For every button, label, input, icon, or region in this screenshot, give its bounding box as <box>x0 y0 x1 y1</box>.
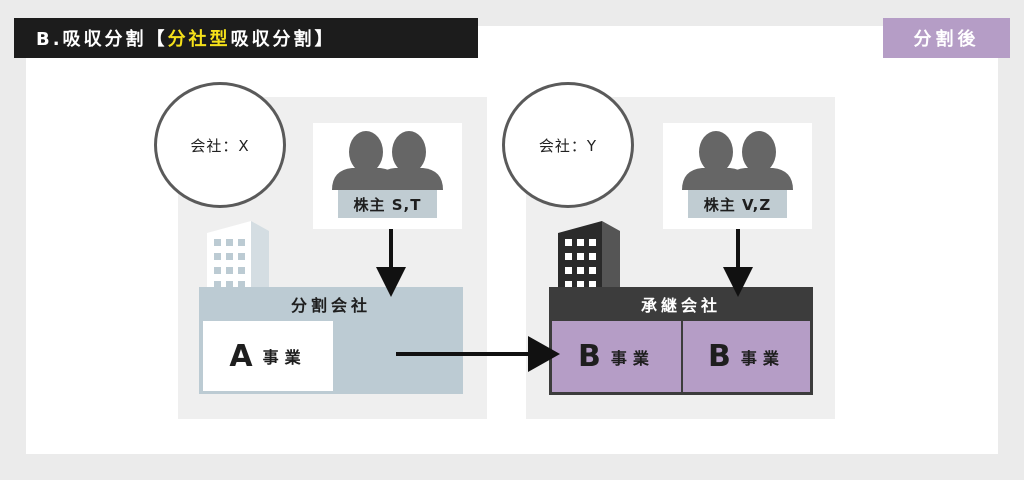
company-y-circle: 会社：Y <box>502 82 634 208</box>
business-b-box: B 事業 <box>683 321 810 392</box>
splitting-company-label: 分割会社 <box>290 295 371 315</box>
company-x-name: 会社：X <box>190 136 250 155</box>
business-b-box: B 事業 <box>552 321 681 392</box>
after-split-tag: 分割後 <box>883 18 1010 58</box>
business-a-letter: A <box>229 338 253 374</box>
business-b-label: 事業 <box>740 348 785 368</box>
title-highlight: 分社型 <box>167 29 231 50</box>
successor-company-label: 承継会社 <box>640 295 721 315</box>
diagram-panel <box>26 26 998 454</box>
business-a-box: A 事業 <box>203 321 333 391</box>
business-b-label: 事業 <box>610 348 655 368</box>
business-b-letter: B <box>708 339 731 374</box>
title-suffix: 吸収分割】 <box>230 29 336 50</box>
company-x-shareholders-label: 株主 S,T <box>338 190 437 218</box>
building-icon <box>207 221 269 299</box>
diagram-title: B.吸収分割【分社型吸収分割】 <box>14 18 478 58</box>
business-a-label: 事業 <box>262 348 307 367</box>
company-y-name: 会社：Y <box>538 136 598 155</box>
building-icon <box>558 221 620 299</box>
arrow-down-icon <box>723 229 753 297</box>
company-y-shareholders-label: 株主 V,Z <box>688 190 787 218</box>
arrow-down-icon <box>376 229 406 297</box>
shareholders-icon <box>682 131 793 190</box>
shareholders-icon <box>332 131 443 190</box>
company-x-circle: 会社：X <box>154 82 286 208</box>
business-b-letter: B <box>578 339 601 374</box>
title-prefix: B.吸収分割【 <box>36 29 168 50</box>
arrow-right-icon <box>396 336 560 372</box>
